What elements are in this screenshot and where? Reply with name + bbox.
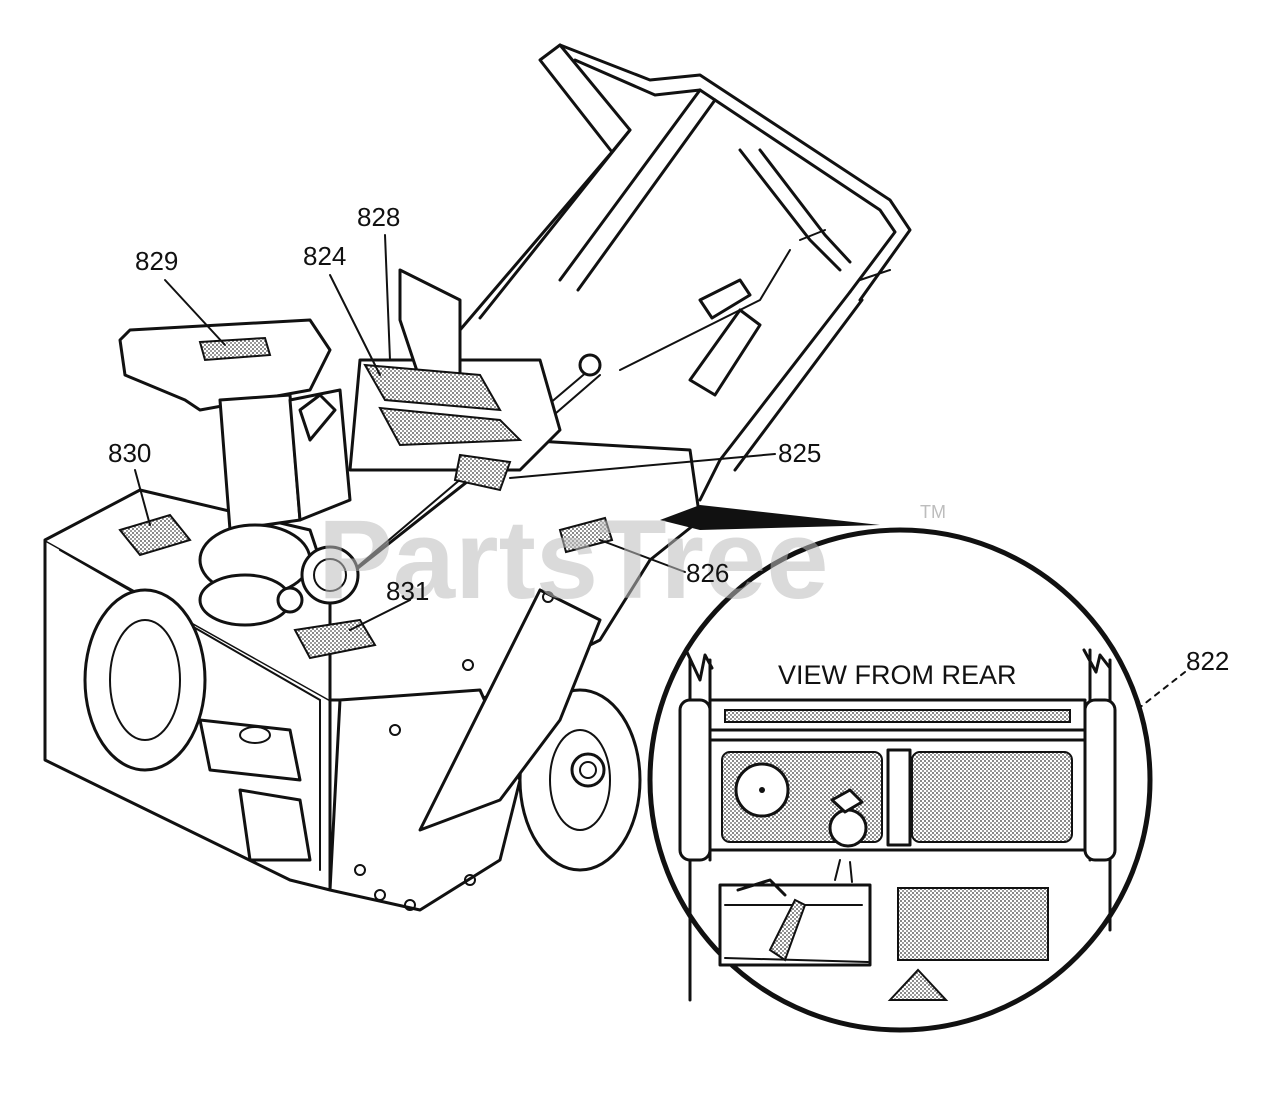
callout-831: 831 [386, 576, 429, 606]
belt-cover [418, 588, 602, 832]
watermark: PartsTree TM [318, 497, 946, 622]
callout-824: 824 [303, 241, 346, 271]
decal-831 [293, 618, 377, 660]
inset-title: VIEW FROM REAR [778, 660, 1017, 690]
callout-828: 828 [357, 202, 400, 232]
callout-826: 826 [686, 558, 729, 588]
discharge-chute [118, 318, 360, 627]
decal-830 [118, 513, 192, 557]
callout-829: 829 [135, 246, 178, 276]
callout-labels: 829 828 824 830 825 826 831 822 VIEW FRO… [108, 202, 1229, 690]
decals [118, 336, 614, 660]
watermark-trademark: TM [920, 502, 946, 522]
rear-view-inset [647, 527, 1153, 1033]
watermark-text: PartsTree [318, 497, 829, 622]
decal-829 [198, 336, 272, 362]
decal-824 [363, 363, 502, 412]
inset-connector [660, 505, 880, 530]
callout-825: 825 [778, 438, 821, 468]
handle-assembly [458, 43, 912, 502]
decal-826 [558, 516, 614, 554]
callout-822: 822 [1186, 646, 1229, 676]
callout-830: 830 [108, 438, 151, 468]
auger-housing [43, 488, 332, 892]
decal-825 [453, 453, 512, 492]
decal-828 [378, 406, 523, 447]
